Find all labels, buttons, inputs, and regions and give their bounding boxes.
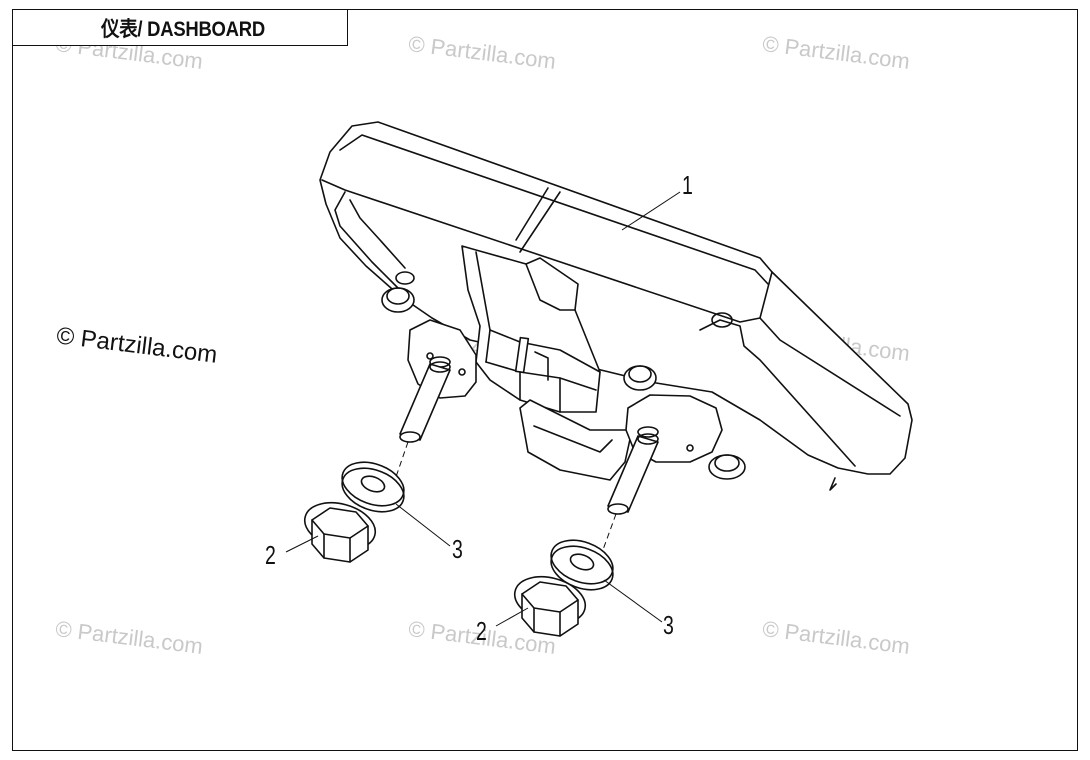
callout-part-2: 2 xyxy=(476,616,487,646)
dashboard-housing xyxy=(319,121,913,515)
leader-part2a xyxy=(285,535,319,553)
page-title: 仪表/ DASHBOARD xyxy=(101,17,265,41)
drawing-frame xyxy=(12,9,1078,751)
leader-part1 xyxy=(621,191,681,231)
nut-right xyxy=(513,575,587,637)
washer-right xyxy=(550,539,614,591)
leader-part2b xyxy=(495,607,529,627)
title-box: 仪表/ DASHBOARD xyxy=(12,9,348,46)
nut-left xyxy=(303,501,377,563)
callout-part-1: 1 xyxy=(682,170,693,200)
callout-part-2: 2 xyxy=(265,540,276,570)
leader-part3b xyxy=(603,579,663,623)
callout-part-3: 3 xyxy=(663,610,674,640)
leader-part3a xyxy=(395,503,451,547)
callout-part-3: 3 xyxy=(452,534,463,564)
washer-left xyxy=(341,461,405,513)
